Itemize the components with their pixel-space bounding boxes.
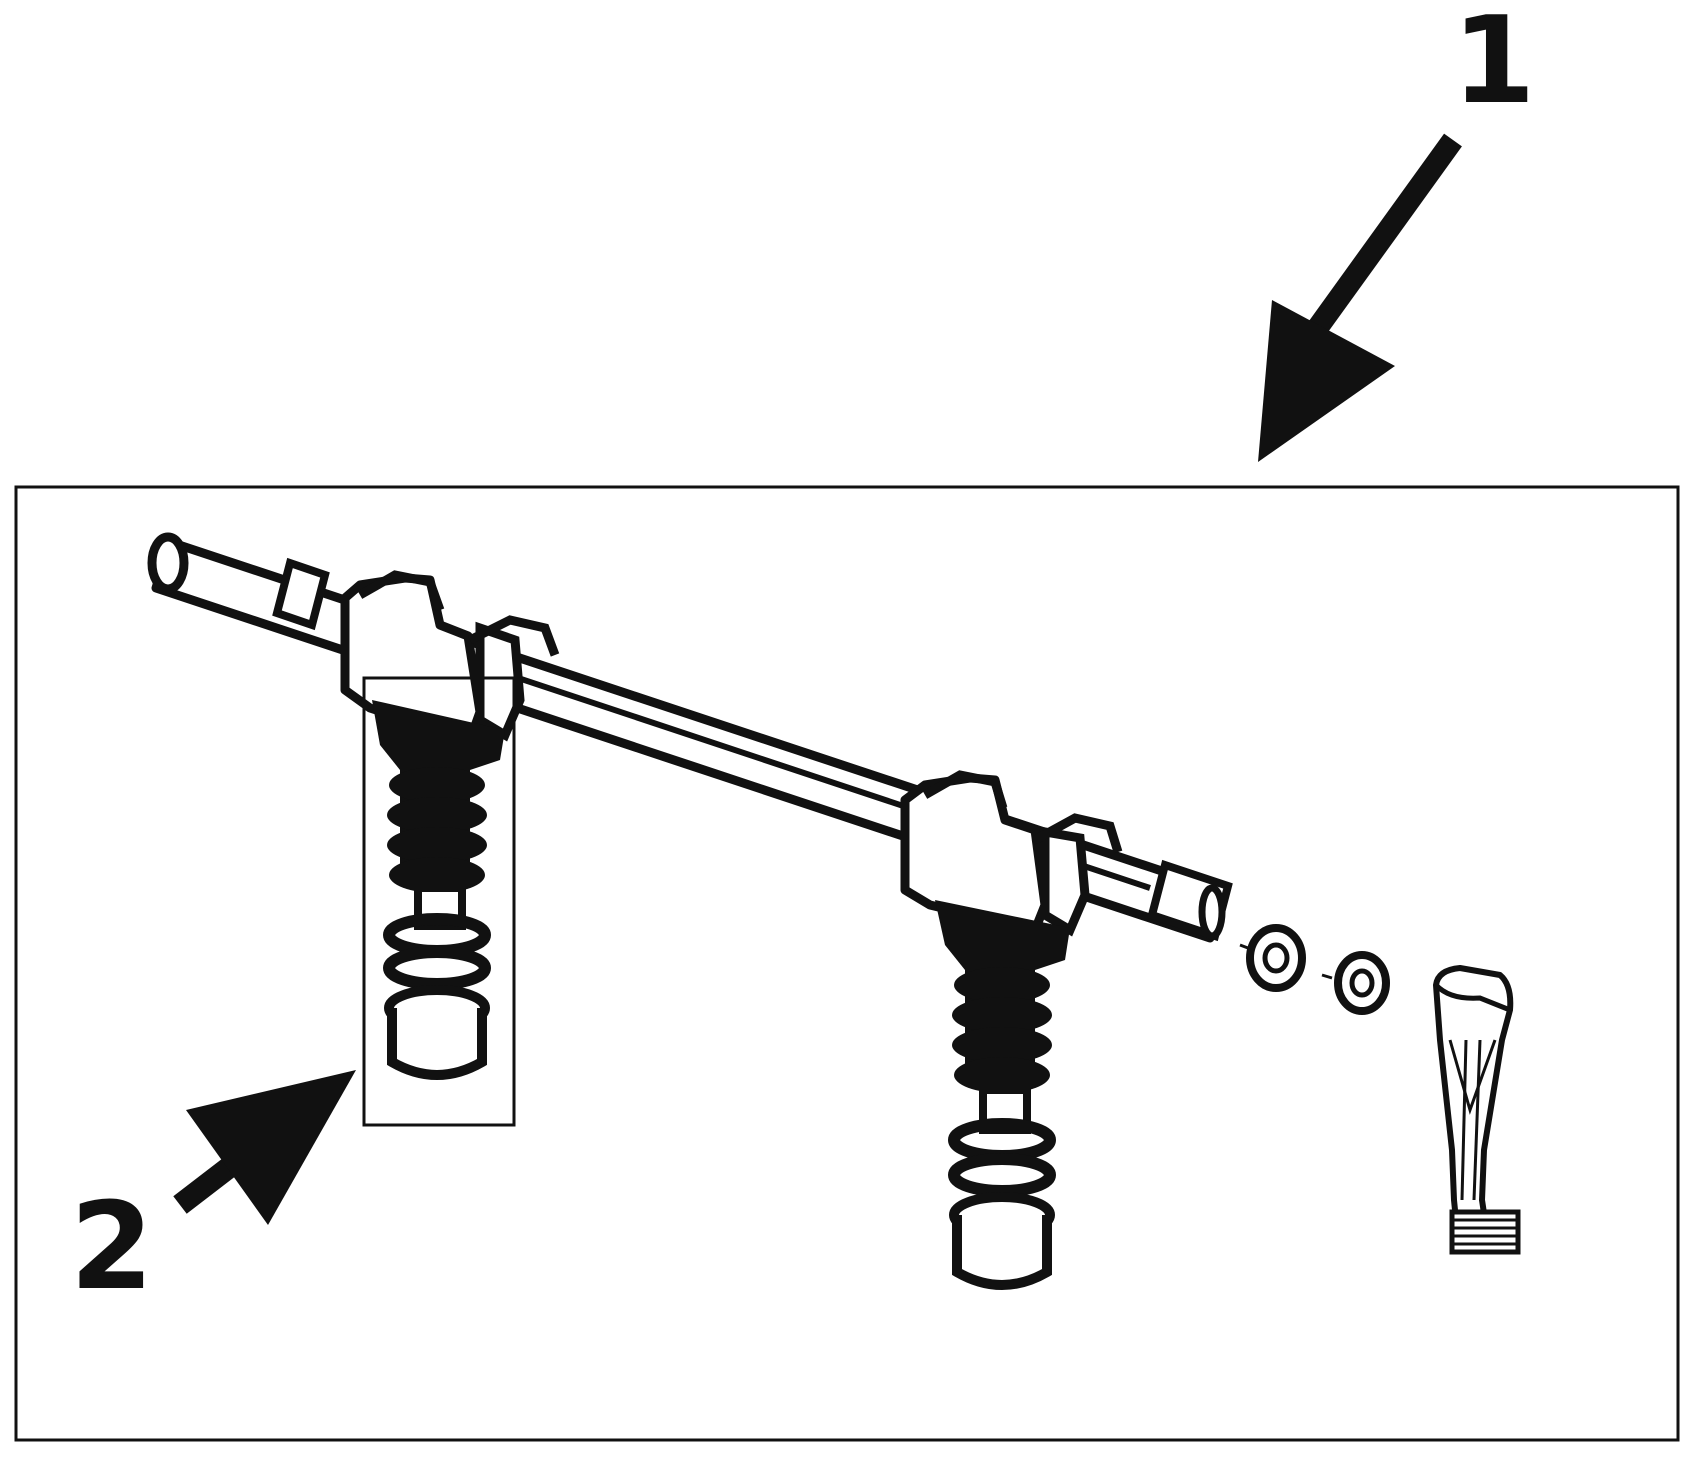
callout-arrow-2 bbox=[173, 1070, 356, 1225]
left-bracket bbox=[340, 570, 560, 745]
lever-handle bbox=[1433, 965, 1521, 1255]
callout-label-1: 1 bbox=[1452, 0, 1536, 131]
left-spring-foot bbox=[372, 700, 505, 1080]
callout-label-2: 2 bbox=[70, 1178, 154, 1317]
highlight-box bbox=[362, 676, 516, 1127]
right-spring-foot bbox=[935, 900, 1070, 1290]
washer-1 bbox=[1239, 924, 1306, 992]
callout-arrow-1 bbox=[1258, 133, 1462, 462]
right-bracket bbox=[900, 770, 1123, 937]
washer-2 bbox=[1321, 951, 1390, 1015]
diagram-frame bbox=[14, 485, 1680, 1442]
